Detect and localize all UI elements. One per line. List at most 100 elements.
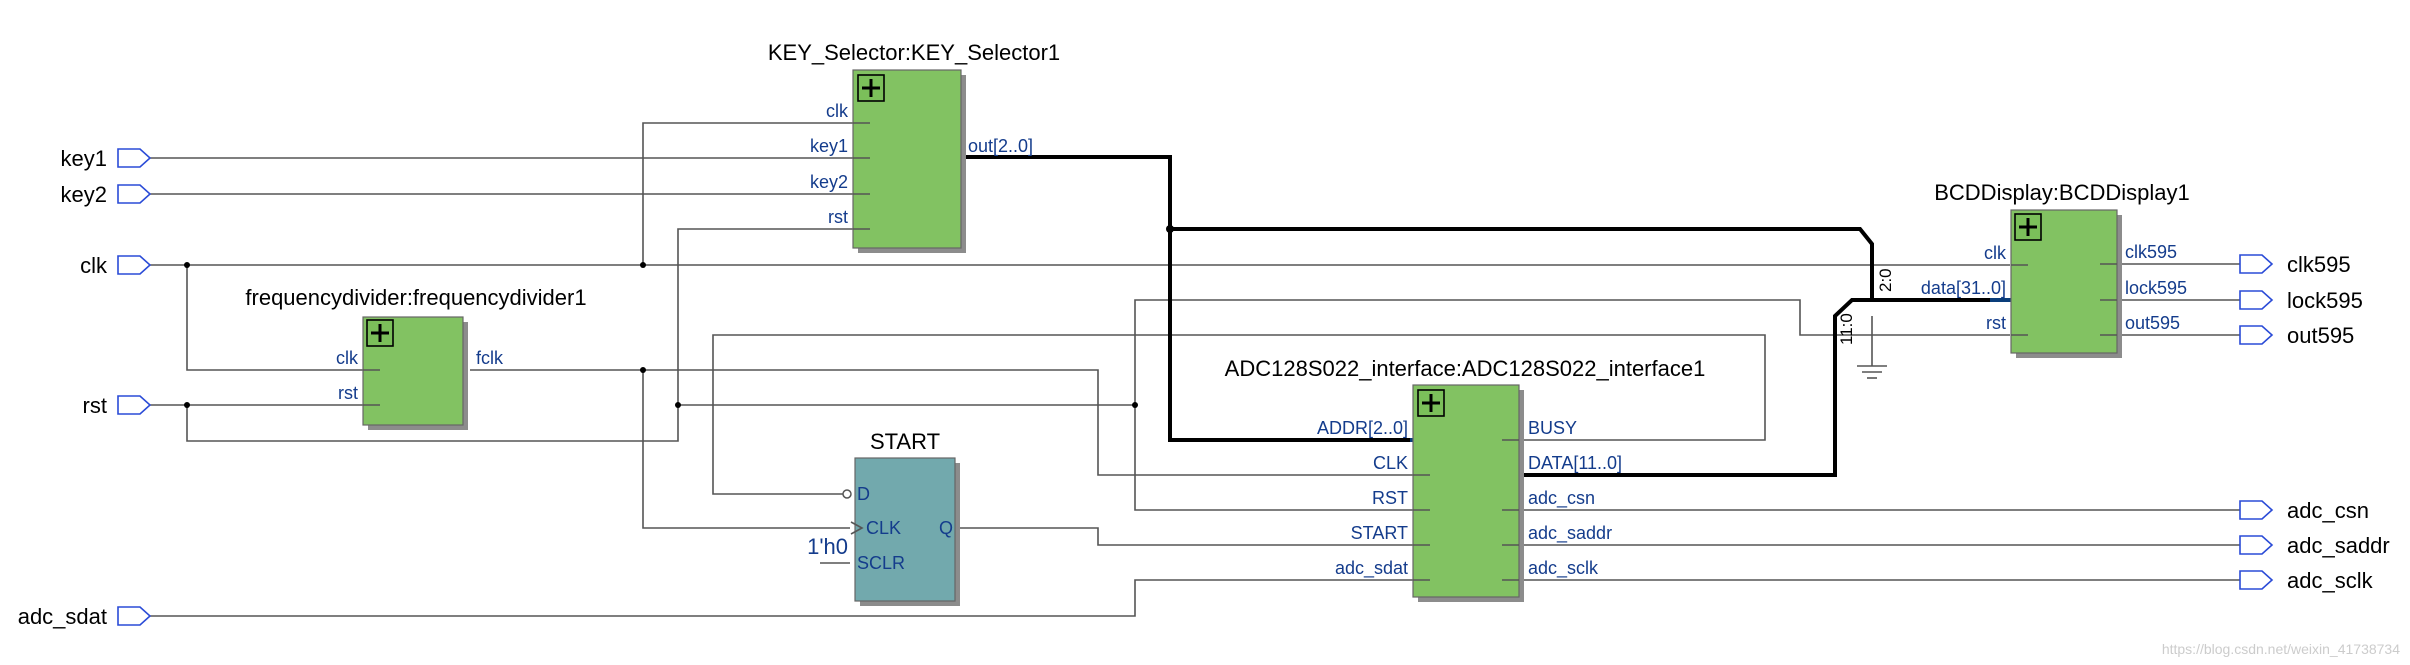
port-label: key1 (61, 146, 107, 171)
pin-label-d: D (857, 484, 870, 504)
pin-label-csn: adc_csn (1528, 488, 1595, 509)
bus-out-to-bcd (1170, 227, 1874, 300)
port-arrow-icon (2239, 290, 2274, 310)
wire-fclk (470, 369, 1430, 476)
block-title: ADC128S022_interface:ADC128S022_interfac… (1225, 356, 1706, 381)
block-frequency-divider[interactable]: frequencydivider:frequencydivider1 clk r… (245, 285, 587, 430)
junctions (184, 225, 1174, 408)
output-port-out595[interactable]: out595 (2239, 323, 2354, 348)
pin-label-addr: ADDR[2..0] (1317, 418, 1408, 438)
block-title: frequencydivider:frequencydivider1 (245, 285, 586, 310)
wire-clk-to-keysel (642, 122, 870, 265)
input-port-key2[interactable]: key2 (61, 182, 152, 207)
constant-value: 1'h0 (807, 534, 848, 559)
bus-ripper-label-2-0: 2:0 (1876, 268, 1895, 292)
port-label: adc_saddr (2287, 533, 2390, 558)
input-port-key1[interactable]: key1 (61, 146, 152, 171)
port-arrow-icon (2239, 535, 2274, 555)
pin-label-clk: clk (336, 348, 359, 368)
block-body (1412, 384, 1520, 598)
pin-label-sdat: adc_sdat (1335, 558, 1408, 579)
port-label: rst (83, 393, 107, 418)
inverter-bubble-icon (842, 489, 852, 499)
wire-rst-to-adc (678, 299, 2010, 406)
input-port-adc-sdat[interactable]: adc_sdat (18, 604, 152, 629)
pin-label-out: out[2..0] (968, 136, 1033, 156)
port-label: key2 (61, 182, 107, 207)
port-label: out595 (2287, 323, 2354, 348)
junction (184, 262, 190, 268)
port-arrow-icon (117, 255, 152, 275)
port-arrow-icon (2239, 254, 2274, 274)
wire-rst-to-bcd (186, 228, 870, 442)
block-body (854, 457, 956, 602)
port-label: adc_sclk (2287, 568, 2374, 593)
block-bcd-display[interactable]: BCDDisplay:BCDDisplay1 clk data[31..0] r… (1921, 180, 2190, 358)
wire-adc-sdat (150, 579, 1430, 617)
pin-label-clk: CLK (1373, 453, 1408, 473)
input-port-clk[interactable]: clk (80, 253, 152, 278)
expand-icon[interactable] (1417, 389, 1445, 417)
junction (184, 402, 190, 408)
port-arrow-icon (117, 184, 152, 204)
wire-rst-adc-rst (1134, 405, 1430, 511)
port-arrow-icon (2239, 570, 2274, 590)
pin-label-key1: key1 (810, 136, 848, 156)
wire-fclk-to-start (642, 370, 850, 529)
output-port-lock595[interactable]: lock595 (2239, 288, 2363, 313)
input-ports: key1 key2 clk rst adc_sdat (18, 146, 152, 629)
pin-label-out595: out595 (2125, 313, 2180, 333)
block-adc-interface[interactable]: ADC128S022_interface:ADC128S022_interfac… (1225, 356, 1706, 602)
junction (1166, 225, 1174, 233)
wire-busy (712, 334, 1766, 495)
output-port-adc-saddr[interactable]: adc_saddr (2239, 533, 2390, 558)
bus-data (1502, 298, 2030, 477)
junction (675, 402, 681, 408)
block-title: START (870, 429, 940, 454)
port-label: clk595 (2287, 252, 2351, 277)
block-title: BCDDisplay:BCDDisplay1 (1934, 180, 2190, 205)
block-title: KEY_Selector:KEY_Selector1 (768, 40, 1060, 65)
pin-label-q: Q (939, 518, 953, 538)
pin-label-data: data[31..0] (1921, 278, 2006, 298)
output-port-adc-sclk[interactable]: adc_sclk (2239, 568, 2374, 593)
pin-label-clk: clk (1984, 243, 2007, 263)
pin-label-sclk: adc_sclk (1528, 558, 1599, 579)
pin-label-saddr: adc_saddr (1528, 523, 1612, 544)
junction (640, 367, 646, 373)
pin-label-key2: key2 (810, 172, 848, 192)
port-arrow-icon (117, 606, 152, 626)
port-label: clk (80, 253, 108, 278)
pin-label-lock595: lock595 (2125, 278, 2187, 298)
pin-label-clk: clk (826, 101, 849, 121)
output-port-adc-csn[interactable]: adc_csn (2239, 498, 2369, 523)
port-arrow-icon (117, 395, 152, 415)
port-label: adc_csn (2287, 498, 2369, 523)
port-label: adc_sdat (18, 604, 107, 629)
input-port-rst[interactable]: rst (83, 393, 152, 418)
port-arrow-icon (2239, 500, 2274, 520)
pin-label-data: DATA[11..0] (1528, 453, 1622, 473)
junction (640, 262, 646, 268)
expand-icon[interactable] (366, 319, 394, 347)
pin-label-clk: CLK (866, 518, 901, 538)
block-start-register[interactable]: START D CLK SCLR Q 1'h0 (807, 429, 960, 606)
junction (1132, 402, 1138, 408)
expand-icon[interactable] (2014, 213, 2042, 241)
pin-label-start: START (1351, 523, 1408, 543)
bus-ripper-label-11-0: 11:0 (1837, 313, 1856, 345)
pin-label-rst: RST (1372, 488, 1408, 508)
bus-out (960, 155, 1430, 442)
port-arrow-icon (117, 148, 152, 168)
port-arrow-icon (2239, 325, 2274, 345)
watermark: https://blog.csdn.net/weixin_41738734 (2162, 641, 2400, 657)
expand-icon[interactable] (857, 74, 885, 102)
pin-label-fclk: fclk (476, 348, 504, 368)
pin-label-busy: BUSY (1528, 418, 1577, 438)
block-key-selector[interactable]: KEY_Selector:KEY_Selector1 clk key1 key2… (768, 40, 1060, 253)
output-port-clk595[interactable]: clk595 (2239, 252, 2351, 277)
wire-clk-to-fdiv (186, 265, 363, 371)
output-ports: clk595 lock595 out595 adc_csn adc_saddr … (2239, 252, 2390, 593)
clock-edge-icon (850, 521, 864, 535)
